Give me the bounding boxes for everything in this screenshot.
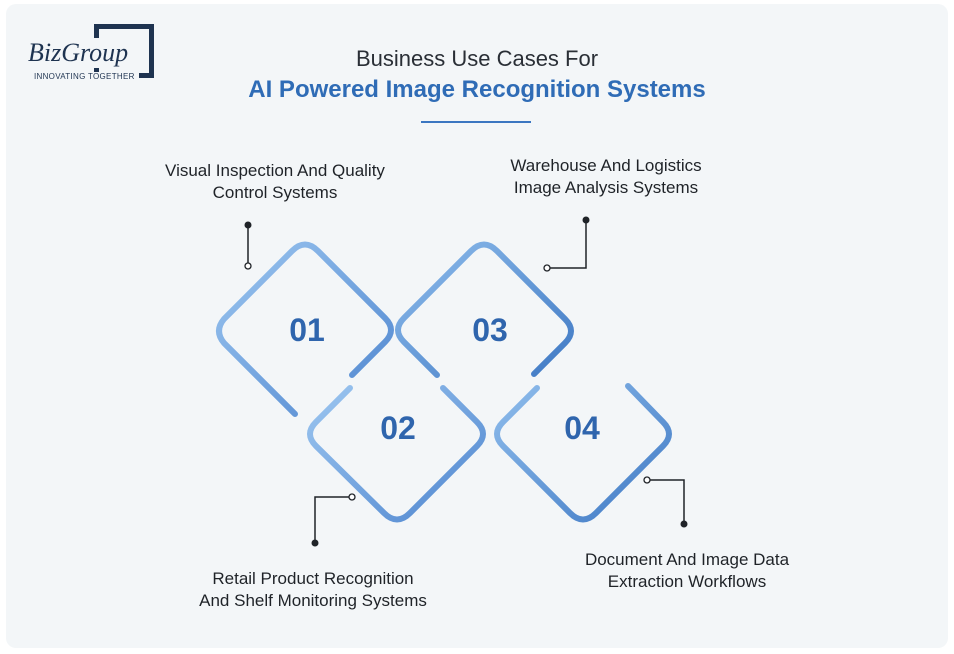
item-number-01: 01 (289, 312, 325, 348)
connector-01 (244, 221, 252, 270)
item-label-01: Visual Inspection And Quality Control Sy… (125, 160, 425, 204)
item-number-03: 03 (472, 312, 508, 348)
item-label-04-line2: Extraction Workflows (607, 572, 767, 591)
connector-04 (643, 476, 688, 528)
logo-wordmark: BizGroup (28, 38, 131, 68)
diamond-04 (494, 383, 672, 523)
item-number-02: 02 (380, 410, 416, 446)
diamond-03 (395, 241, 574, 378)
item-label-02-line1: Retail Product Recognition (212, 569, 414, 588)
title-underline (421, 121, 531, 123)
item-label-02: Retail Product Recognition And Shelf Mon… (163, 568, 463, 612)
connector-02 (311, 493, 356, 547)
connector-03 (543, 216, 590, 272)
page-title: Business Use Cases For (355, 46, 599, 71)
content-card (6, 4, 948, 648)
item-label-03: Warehouse And Logistics Image Analysis S… (456, 155, 756, 199)
bizgroup-logo: BizGroup INNOVATING TOGETHER (26, 24, 162, 86)
diamond-02 (307, 385, 486, 523)
logo-tagline: INNOVATING TOGETHER (34, 72, 139, 81)
item-label-03-line2: Image Analysis Systems (513, 178, 699, 197)
item-label-03-line1: Warehouse And Logistics (510, 156, 702, 175)
item-label-04-line1: Document And Image Data (584, 550, 790, 569)
item-label-04: Document And Image Data Extraction Workf… (537, 549, 837, 593)
item-label-01-line1: Visual Inspection And Quality (165, 161, 385, 180)
page-subtitle: AI Powered Image Recognition Systems (248, 76, 706, 103)
item-label-02-line2: And Shelf Monitoring Systems (199, 591, 427, 610)
item-number-04: 04 (564, 410, 600, 446)
item-label-01-line2: Control Systems (212, 183, 338, 202)
diamond-01 (216, 241, 394, 417)
